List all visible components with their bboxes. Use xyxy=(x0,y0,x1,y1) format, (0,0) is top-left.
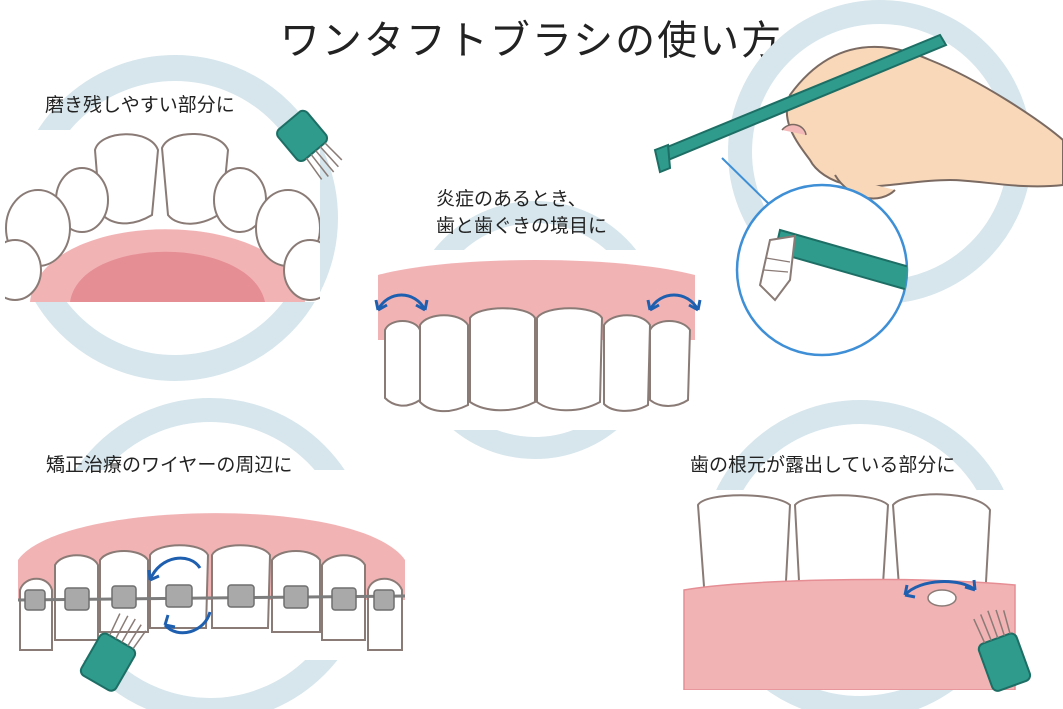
caption-bottom-right: 歯の根元が露出している部分に xyxy=(690,454,956,476)
magnifier-circle-icon xyxy=(721,157,909,357)
front-teeth-illustration xyxy=(375,250,700,430)
rotation-arrow-icon xyxy=(147,556,212,635)
caption-top-left: 磨き残しやすい部分に xyxy=(45,94,235,116)
one-tuft-brush-icon xyxy=(973,609,1032,692)
exposed-root-illustration xyxy=(680,490,1020,690)
braces-teeth-illustration xyxy=(14,470,409,660)
hand-icon xyxy=(781,45,1063,200)
one-tuft-brush-icon xyxy=(79,613,147,692)
rotation-arrow-icon xyxy=(374,293,702,312)
caption-bottom-left: 矯正治療のワイヤーの周辺に xyxy=(46,454,293,476)
caption-middle-line1: 炎症のあるとき、 xyxy=(436,188,587,210)
upper-arch-illustration xyxy=(5,130,320,302)
one-tuft-brush-handle-icon xyxy=(653,33,948,174)
rotation-arrow-icon xyxy=(903,579,977,599)
page-title: ワンタフトブラシの使い方 xyxy=(279,18,784,64)
one-tuft-brush-icon xyxy=(276,109,343,180)
caption-middle-line2: 歯と歯ぐきの境目に xyxy=(436,215,608,237)
